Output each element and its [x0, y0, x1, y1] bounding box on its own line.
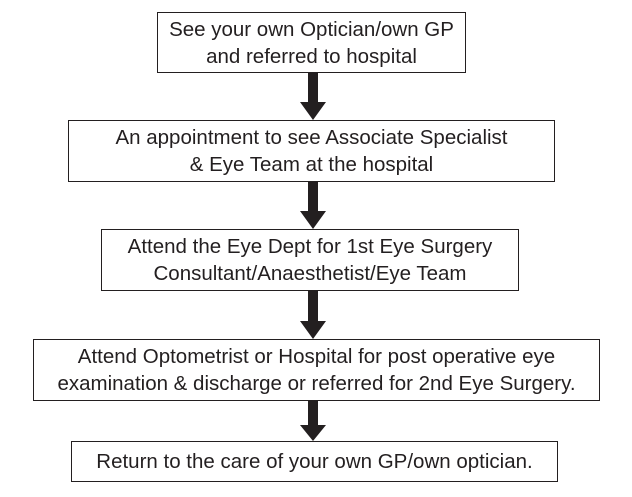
step-4-box: Attend Optometrist or Hospital for post …: [33, 339, 600, 401]
down-arrow-1: [300, 73, 326, 120]
step-3-line-1: Attend the Eye Dept for 1st Eye Surgery: [127, 235, 493, 258]
step-3-line-2: Consultant/Anaesthetist/Eye Team: [153, 262, 467, 285]
step-1-line-2: and referred to hospital: [206, 44, 417, 68]
down-arrow-2: [300, 182, 326, 229]
down-arrow-4: [300, 401, 326, 441]
step-2-line-2: & Eye Team at the hospital: [189, 153, 434, 176]
step-5-line-1: Return to the care of your own GP/own op…: [96, 450, 533, 473]
step-5-box: Return to the care of your own GP/own op…: [71, 441, 558, 482]
step-2-line-1: An appointment to see Associate Speciali…: [115, 126, 508, 149]
down-arrow-3: [300, 291, 326, 339]
step-1-line-1: See your own Optician/own GP: [169, 17, 454, 41]
step-3-box: Attend the Eye Dept for 1st Eye Surgery …: [101, 229, 519, 291]
step-1-box: See your own Optician/own GP and referre…: [157, 12, 466, 73]
step-2-box: An appointment to see Associate Speciali…: [68, 120, 555, 182]
step-4-line-1: Attend Optometrist or Hospital for post …: [77, 345, 556, 368]
step-4-line-2: examination & discharge or referred for …: [57, 372, 576, 395]
